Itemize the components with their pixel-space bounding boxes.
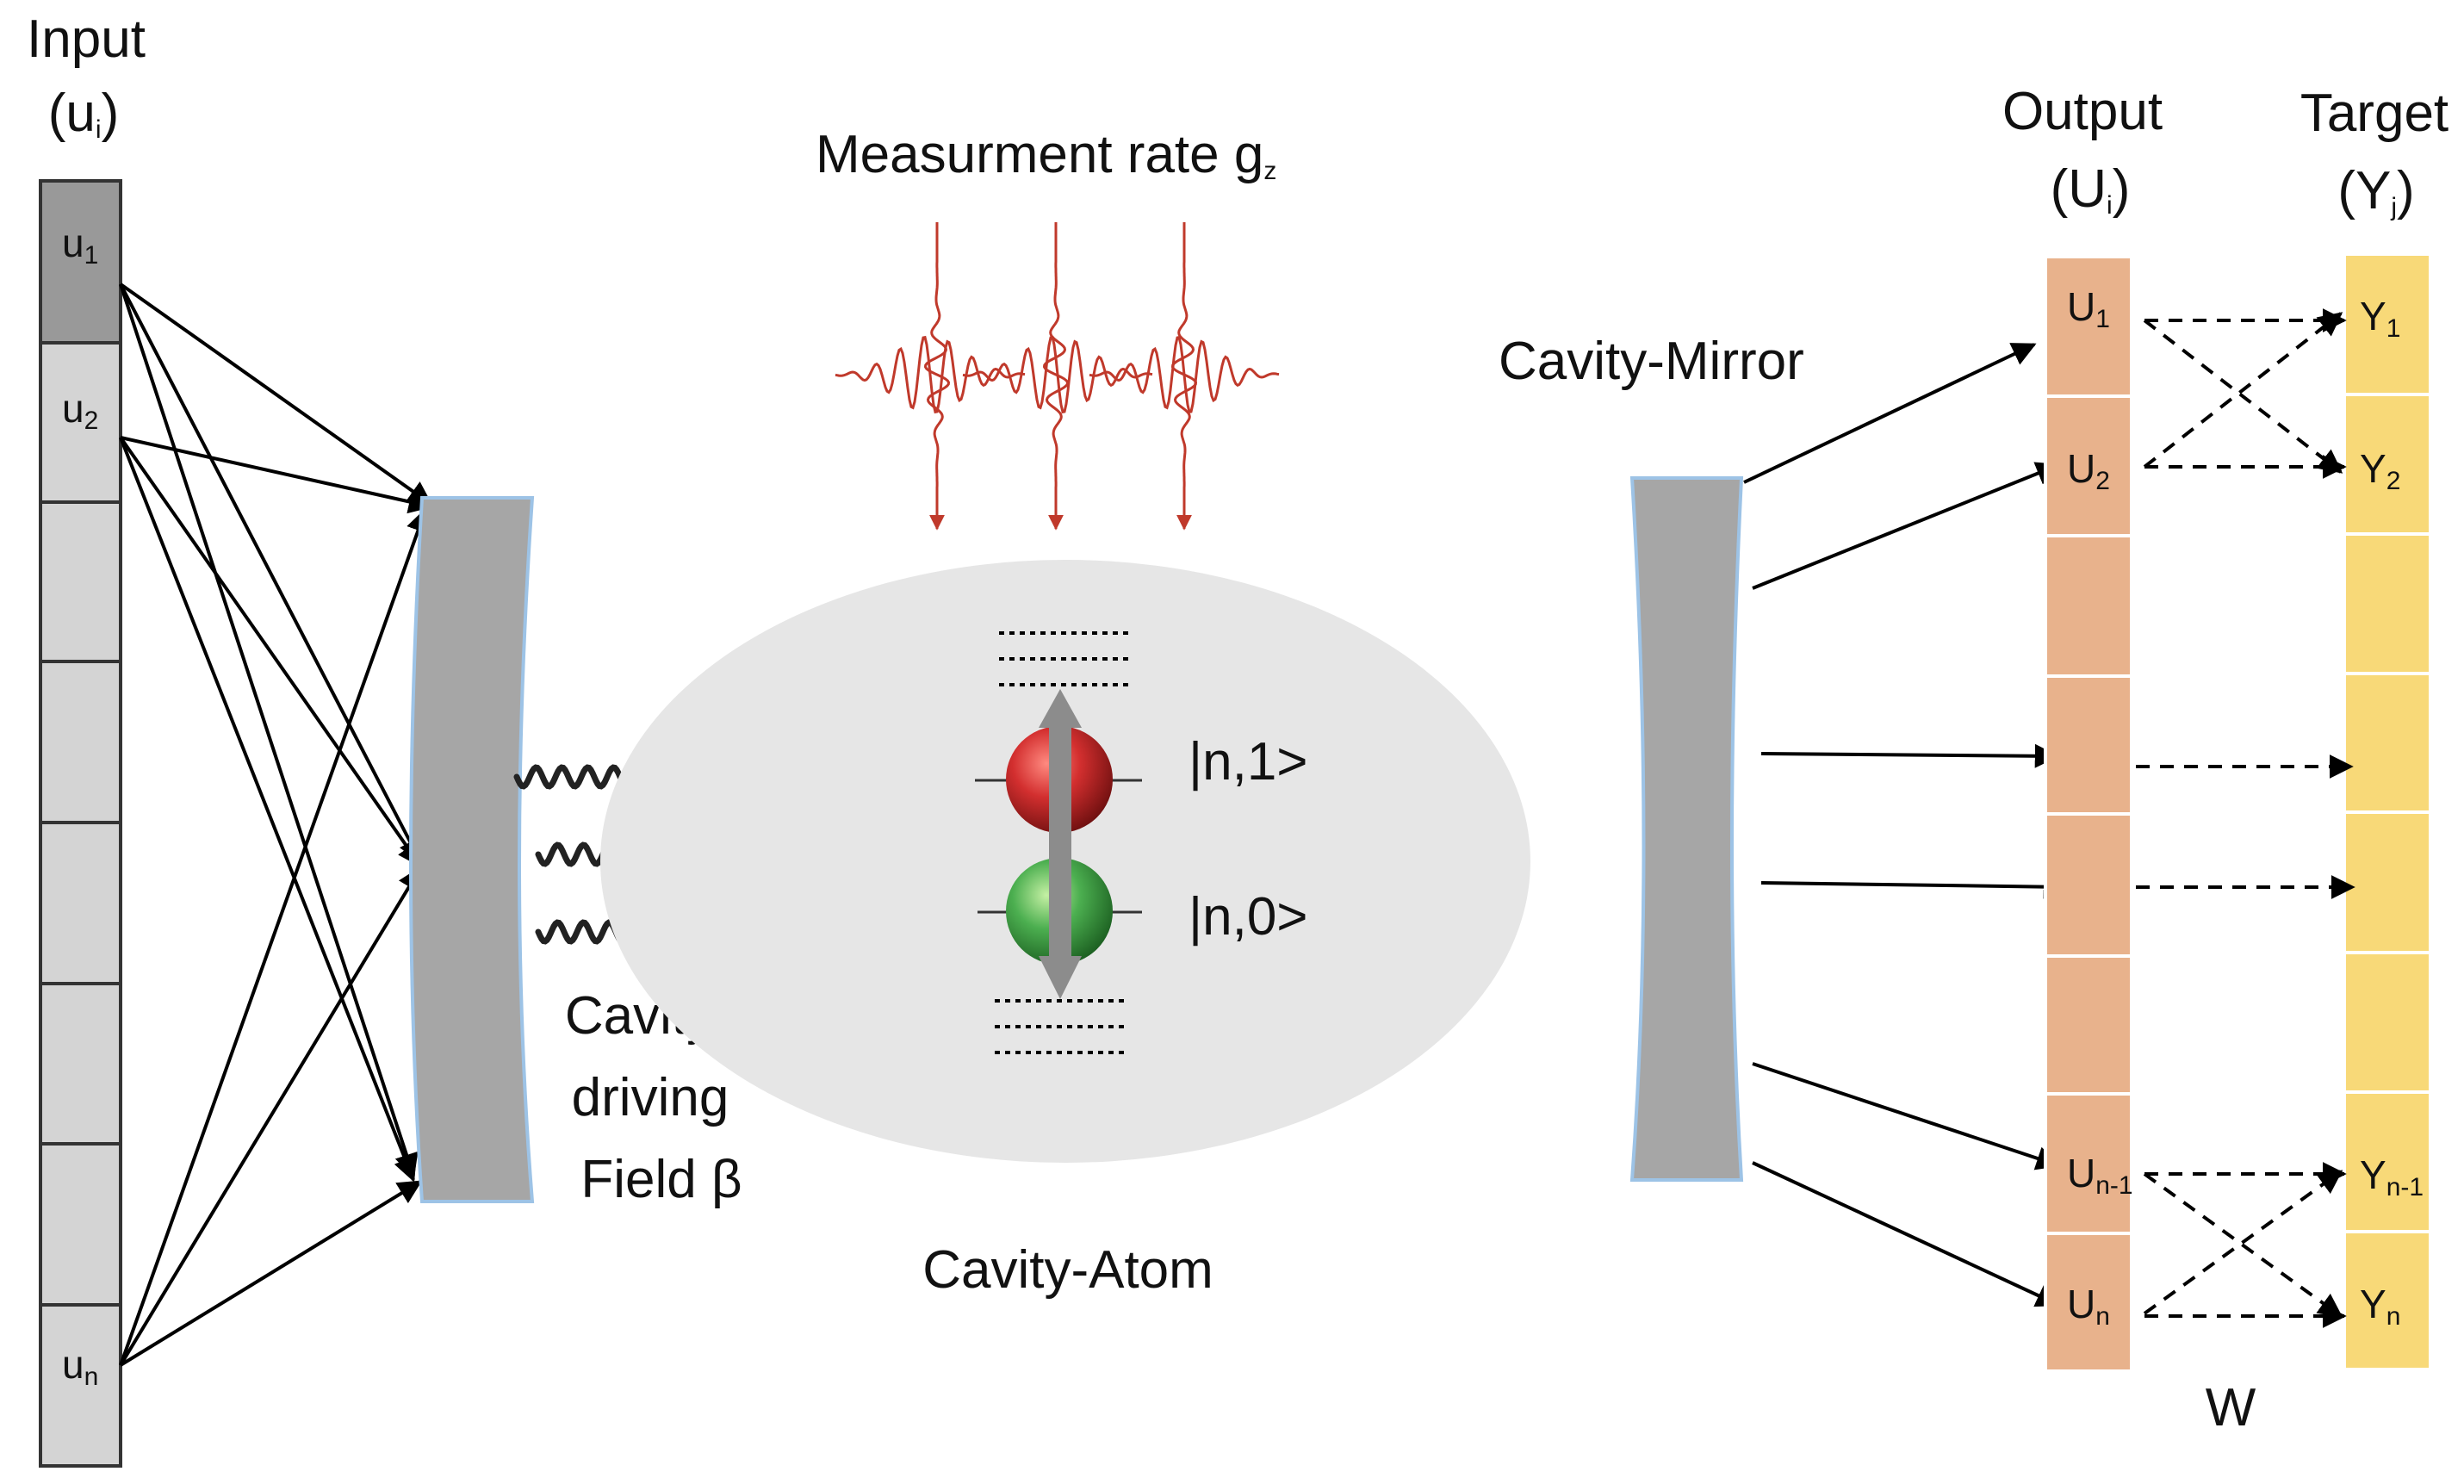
input-cell xyxy=(39,982,122,1146)
target-cell: Y1 xyxy=(2343,252,2432,396)
laser-pulse-icon xyxy=(835,335,1026,414)
lower-levels-dotted xyxy=(995,999,1128,1054)
output-cell-label: U2 xyxy=(2067,446,2110,495)
mirror-output-connections xyxy=(1743,343,2068,1307)
weight-arrow xyxy=(2143,312,2343,469)
connection-arrow xyxy=(120,436,433,514)
connection-arrow xyxy=(1760,874,2068,899)
excited-state-label: |n,1> xyxy=(1189,732,1308,792)
weight-arrow xyxy=(2143,1170,2343,1315)
target-title: Target xyxy=(2300,84,2448,143)
output-cell-label: U1 xyxy=(2067,284,2110,333)
cavity-atom-label: Cavity-Atom xyxy=(922,1240,1213,1300)
connection-arrow xyxy=(119,1180,423,1367)
input-cell: u1 xyxy=(39,179,122,345)
connection-arrow xyxy=(1752,1062,2061,1170)
input-cell-label: u1 xyxy=(62,220,98,270)
ground-state-label: |n,0> xyxy=(1189,887,1308,947)
target-cell-label: Y2 xyxy=(2360,446,2400,495)
cavity-atom: |n,1> |n,0> Cavity-Atom xyxy=(600,560,1530,1300)
laser-beam-arrow xyxy=(1170,222,1198,531)
connection-arrow xyxy=(119,507,430,1366)
connection-arrow xyxy=(119,283,419,1178)
connection-arrow xyxy=(1752,462,2061,590)
connection-arrow xyxy=(119,437,417,1183)
output-cell xyxy=(2044,534,2133,678)
input-cell xyxy=(39,821,122,985)
input-cell: u2 xyxy=(39,341,122,504)
input-cell xyxy=(39,1142,122,1307)
input-cell: un xyxy=(39,1303,122,1468)
input-vector: u1 u2 un xyxy=(39,179,122,1468)
connection-arrow xyxy=(1760,743,2059,768)
output-cell xyxy=(2044,674,2133,816)
output-cell-label: Un xyxy=(2067,1282,2110,1331)
output-cell-label: Un-1 xyxy=(2067,1151,2133,1200)
output-title: Output xyxy=(2002,82,2163,141)
upper-levels-dotted xyxy=(999,631,1133,686)
input-section: Input (ui) u1 u2 un xyxy=(27,9,146,1468)
target-cell-label: Yn-1 xyxy=(2360,1152,2424,1201)
input-title: Input xyxy=(27,9,146,69)
output-cell xyxy=(2044,812,2133,958)
left-cavity-mirror xyxy=(409,496,535,1203)
input-symbol: (ui) xyxy=(48,84,119,144)
target-cell: Yn xyxy=(2343,1230,2432,1371)
input-cell-label: u2 xyxy=(62,386,98,435)
connection-arrow xyxy=(119,866,422,1367)
connection-arrow xyxy=(119,283,422,864)
target-cell-label: Yn xyxy=(2360,1282,2400,1331)
input-cell-label: un xyxy=(62,1342,98,1391)
target-cell xyxy=(2343,810,2432,954)
input-cell xyxy=(39,500,122,663)
weight-arrow xyxy=(2143,1172,2343,1318)
driving-label-line3: Field β xyxy=(580,1150,742,1209)
input-connections xyxy=(119,283,433,1367)
output-cell xyxy=(2044,954,2133,1096)
output-cell: U2 xyxy=(2044,394,2133,537)
target-cell: Yn-1 xyxy=(2343,1090,2432,1233)
weight-arrow xyxy=(2143,319,2343,474)
connection-arrow xyxy=(119,436,422,868)
target-cell xyxy=(2343,532,2432,675)
output-symbol: (Ui) xyxy=(2051,159,2131,220)
measurement-laser-pulses xyxy=(835,222,1280,531)
target-cell: Y2 xyxy=(2343,393,2432,536)
connection-arrow xyxy=(119,283,433,506)
laser-beam-arrow xyxy=(1042,222,1070,531)
output-cell: U1 xyxy=(2044,255,2133,398)
right-cavity-mirror xyxy=(1629,476,1744,1182)
connection-arrow xyxy=(1752,1161,2061,1307)
measurement-label: Measurment rate gz xyxy=(816,125,1276,185)
transition-double-arrow-icon xyxy=(1039,689,1082,999)
output-cell: Un-1 xyxy=(2044,1092,2133,1235)
target-cell xyxy=(2343,672,2432,814)
input-cell xyxy=(39,660,122,824)
connection-arrow xyxy=(1743,343,2037,484)
target-cell xyxy=(2343,951,2432,1094)
target-symbol: (Yj) xyxy=(2337,161,2414,221)
target-cell-label: Y1 xyxy=(2360,294,2400,343)
laser-beam-arrow xyxy=(923,222,951,531)
output-cell: Un xyxy=(2044,1232,2133,1373)
readout-weight-connections xyxy=(2136,308,2355,1328)
driving-label-line2: driving xyxy=(572,1068,729,1127)
cavity-mirror-label: Cavity-Mirror xyxy=(1499,332,1804,391)
weights-label: W xyxy=(2206,1378,2256,1437)
